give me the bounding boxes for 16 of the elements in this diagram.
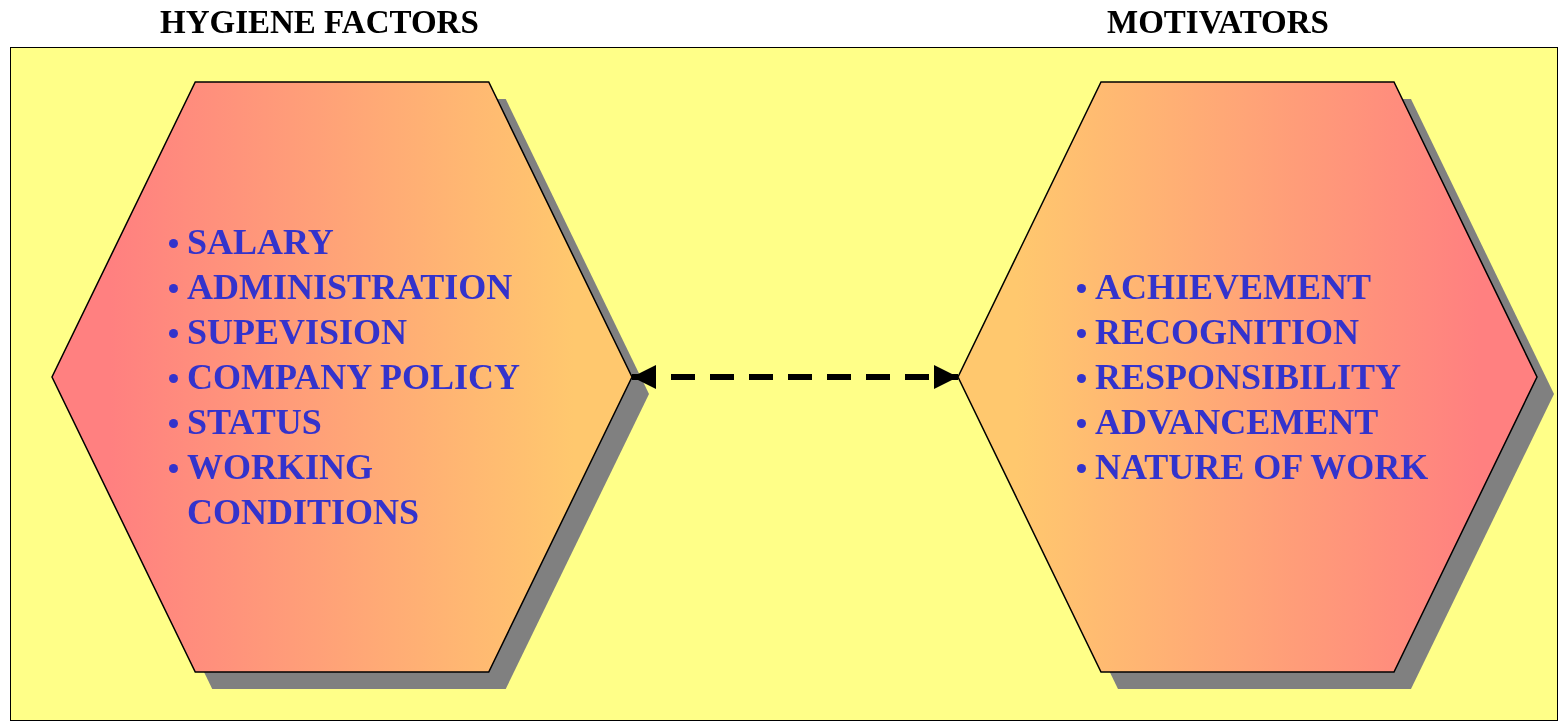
list-item: WORKING CONDITIONS (187, 447, 420, 532)
list-item: STATUS (187, 402, 322, 442)
list-item: RECOGNITION (1095, 312, 1360, 352)
hexagon (52, 82, 632, 672)
list-item: SALARY (187, 222, 334, 262)
list-item: ADMINISTRATION (187, 267, 513, 307)
list-item: ADVANCEMENT (1095, 402, 1379, 442)
list-item: COMPANY POLICY (187, 357, 520, 397)
list-item: NATURE OF WORK (1095, 447, 1429, 487)
list-item: SUPEVISION (187, 312, 408, 352)
column-heading: HYGIENE FACTORS (160, 4, 479, 41)
list-item: ACHIEVEMENT (1095, 267, 1372, 307)
double-headed-arrow (632, 365, 958, 389)
column-heading: MOTIVATORS (1107, 4, 1329, 41)
list-item: RESPONSIBILITY (1095, 357, 1402, 397)
hexagon (958, 82, 1537, 672)
